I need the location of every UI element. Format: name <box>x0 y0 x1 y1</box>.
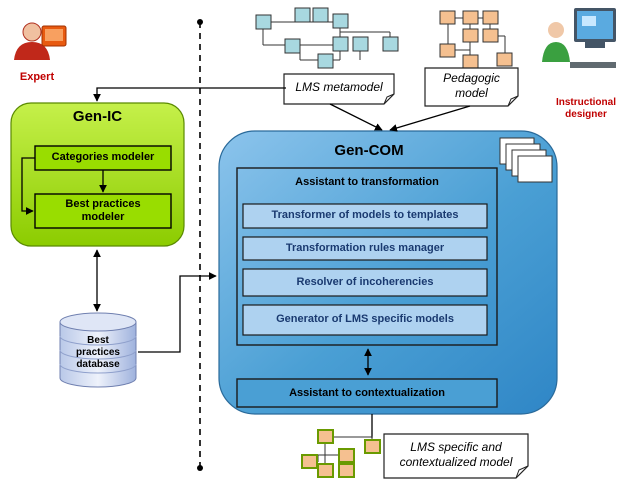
instructional-designer-icon <box>542 8 616 68</box>
divider-line <box>197 19 203 471</box>
pedagogic-model-note <box>424 67 519 107</box>
lms-metamodel-note <box>283 73 395 105</box>
output-model-graph <box>301 429 381 478</box>
instructional-designer-label: Instructional designer <box>555 97 616 120</box>
output-note <box>383 433 529 479</box>
pedagogic-model-graph <box>439 10 513 69</box>
lms-metamodel-label: LMS metamodel <box>295 80 383 94</box>
expert-icon <box>14 22 67 60</box>
gen-ic-title: Gen-IC <box>72 108 123 125</box>
expert-label: Expert <box>19 71 55 83</box>
assistant-contextualization-box: Assistant to contextualization <box>289 387 445 399</box>
module-rules-manager: Transformation rules manager <box>285 242 445 254</box>
gen-com-title: Gen-COM <box>334 142 404 159</box>
assistant-transformation-frame <box>236 167 498 346</box>
best-practices-modeler-box: Best practices modeler <box>65 198 141 223</box>
database-label: Best practices database <box>76 335 120 370</box>
assistant-transformation-label: Assistant to transformation <box>295 176 439 188</box>
best-practices-database <box>59 312 137 388</box>
documents-icon <box>499 137 553 183</box>
pedagogic-model-label: Pedagogic model <box>443 71 500 100</box>
output-model-label: LMS specific and contextualized model <box>399 440 513 469</box>
module-transformer: Transformer of models to templates <box>271 209 459 221</box>
categories-modeler-box: Categories modeler <box>51 151 155 163</box>
lms-metamodel-graph <box>255 7 399 69</box>
module-generator: Generator of LMS specific models <box>276 313 454 325</box>
module-resolver: Resolver of incoherencies <box>296 276 434 288</box>
